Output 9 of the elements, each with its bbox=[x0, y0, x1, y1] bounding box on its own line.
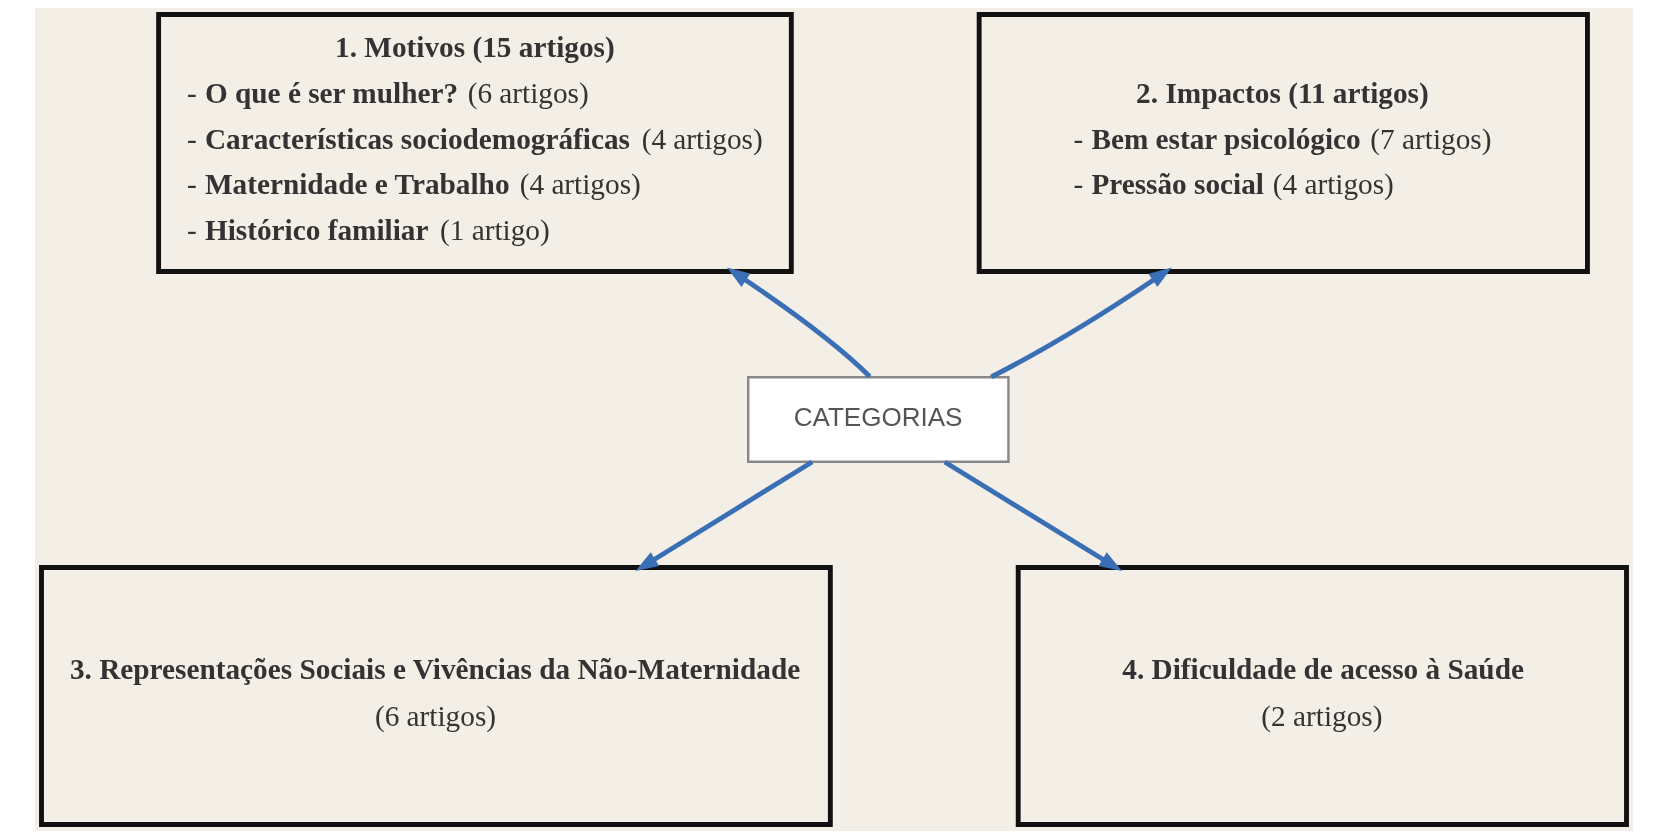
arrow bbox=[726, 267, 872, 379]
node-box: CATEGORIAS bbox=[747, 376, 1010, 463]
arrow bbox=[635, 459, 814, 572]
node-box: 1. Motivos (15 artigos) - O que é ser mulher? (6 artigos) - Características sociodemográficas (4 artigos) - Maternidade e Trabalho (4 artigos) - Histórico familiar (1 artigo) bbox=[156, 12, 794, 274]
arrow bbox=[990, 267, 1172, 380]
node-box: 3. Representações Sociais e Vivências da Não-Maternidade (6 artigos) bbox=[39, 565, 833, 827]
node-box: 4. Dificuldade de acesso à Saúde (2 artigos) bbox=[1015, 565, 1629, 827]
arrow bbox=[943, 459, 1123, 572]
node-box: 2. Impactos (11 artigos) - Bem estar psicológico (7 artigos) - Pressão social (4 artigos) bbox=[976, 12, 1590, 274]
